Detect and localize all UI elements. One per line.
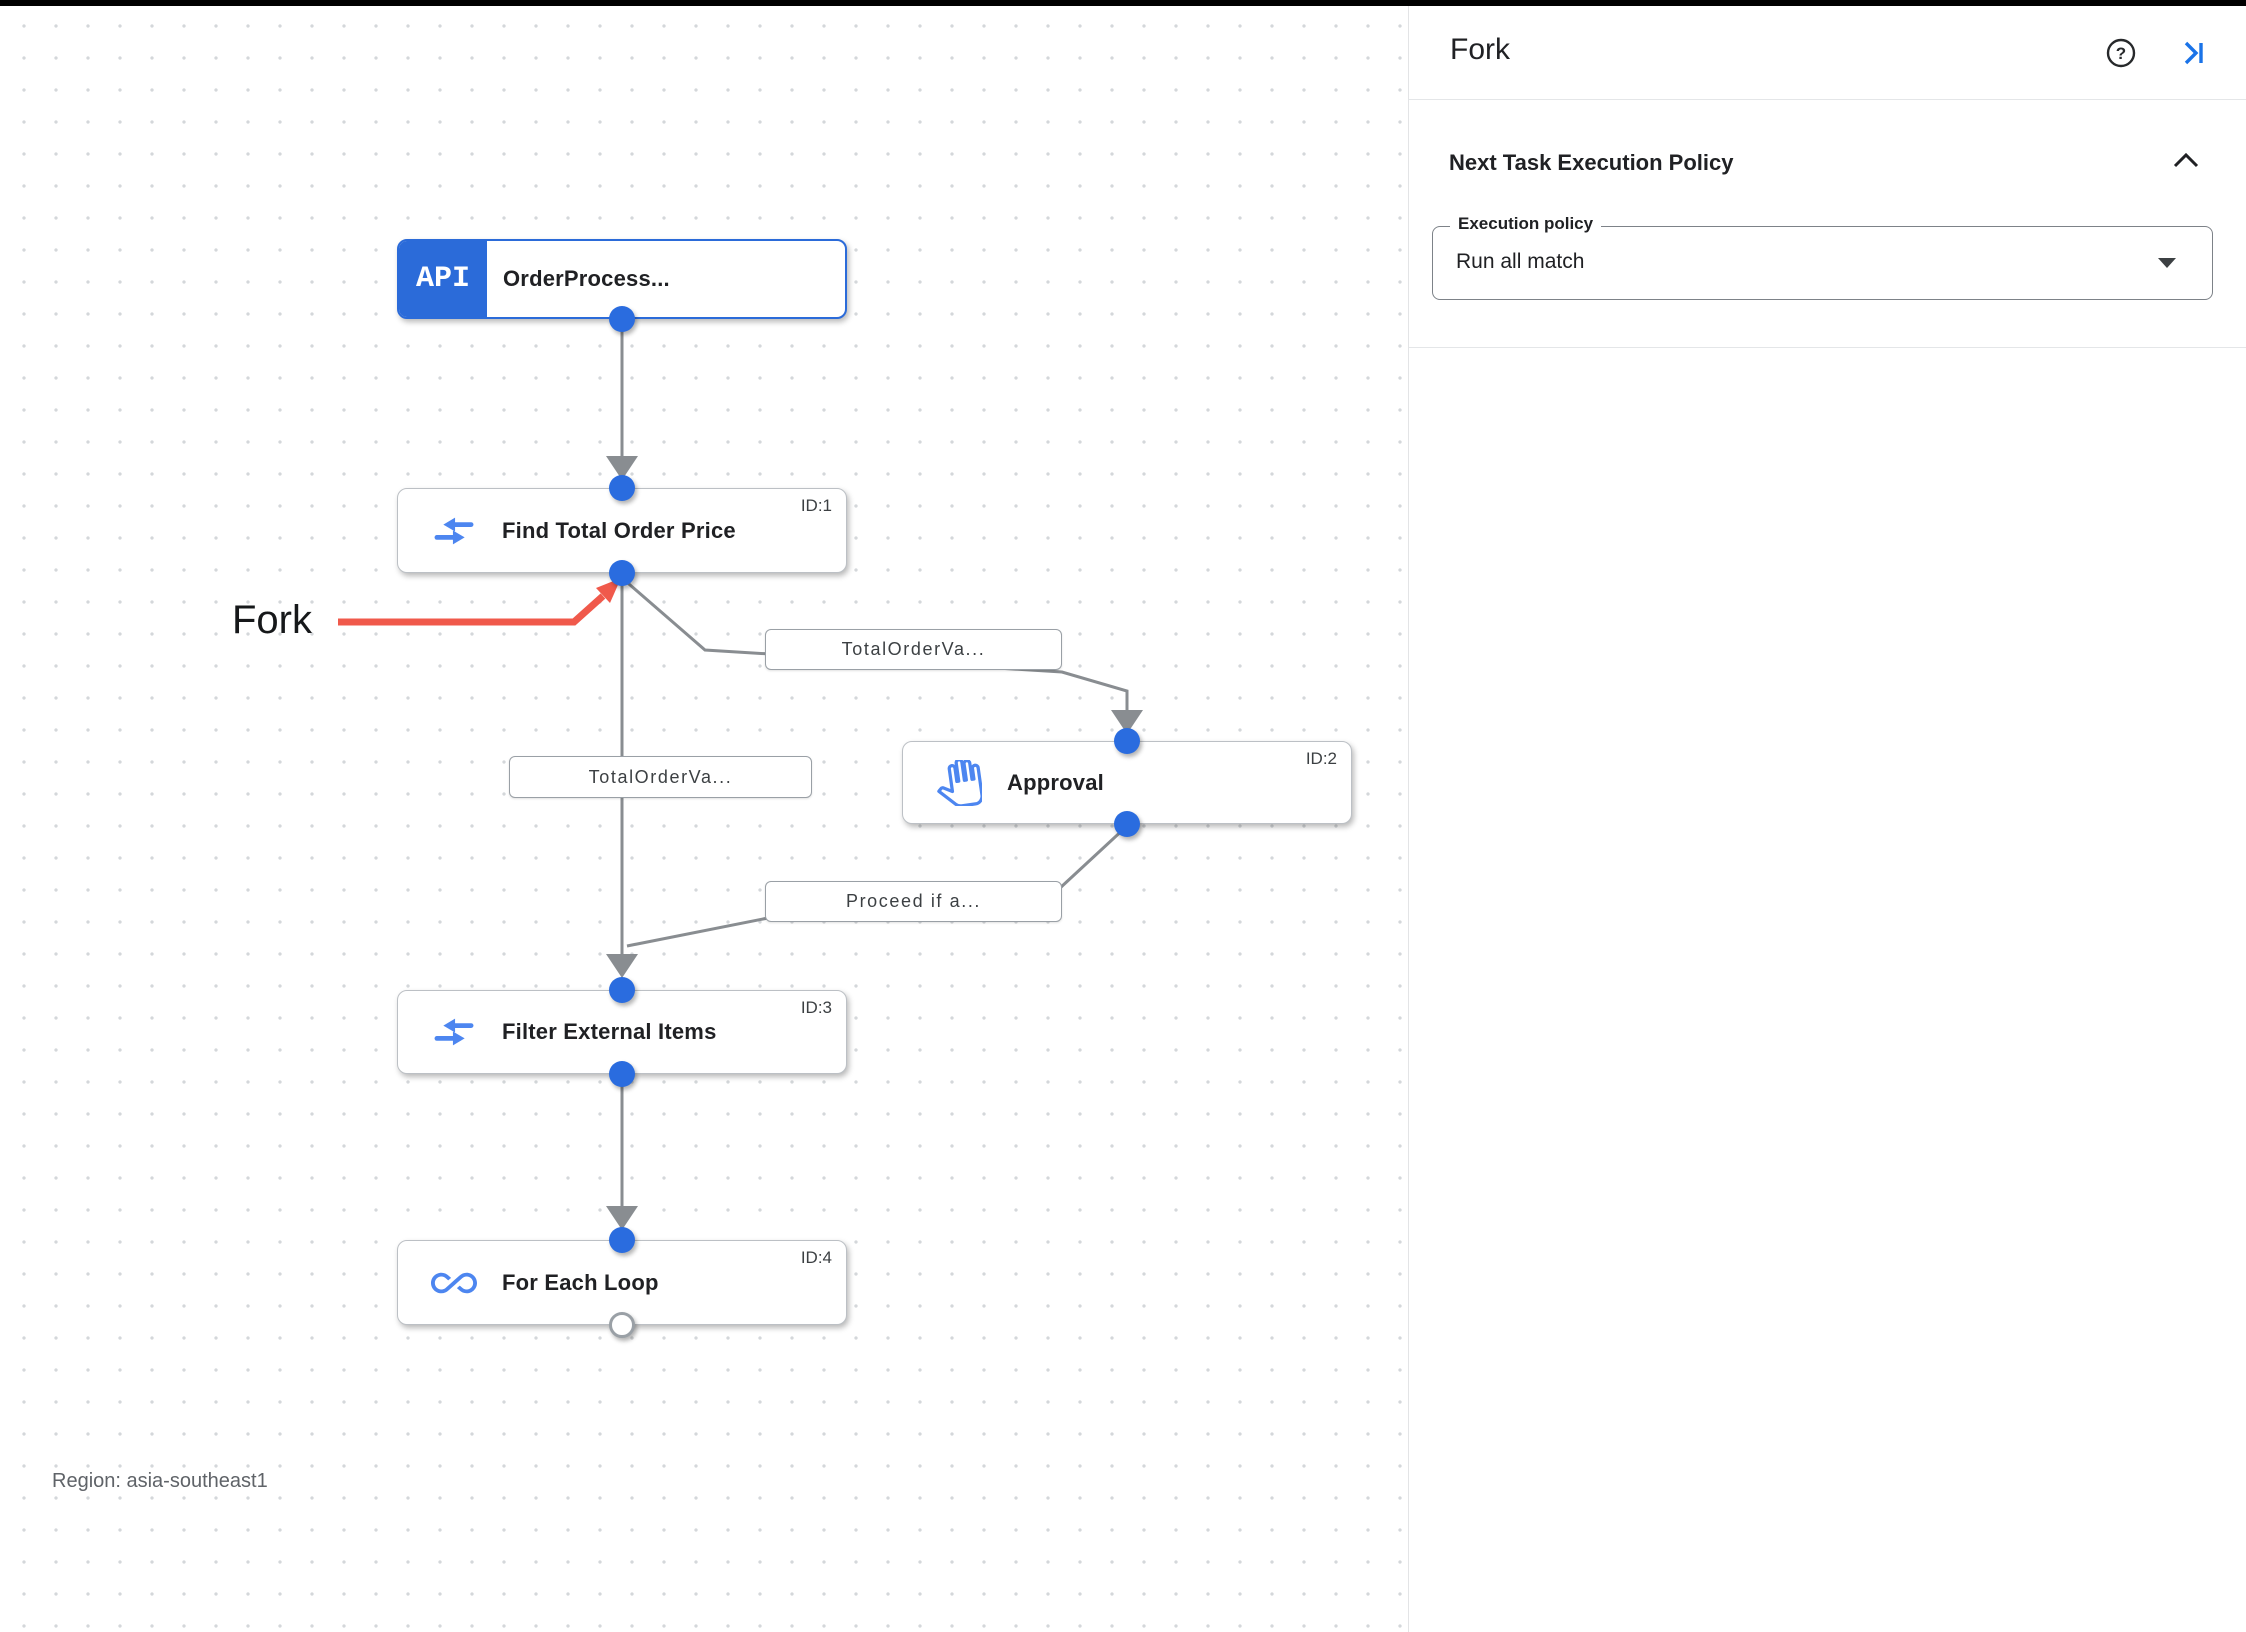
node-id: ID:2 <box>1305 749 1337 768</box>
loop-icon <box>428 1260 480 1306</box>
port-approval-in[interactable] <box>1114 728 1140 754</box>
node-find-total-order-price[interactable]: Find Total Order Price ID:1 <box>397 488 847 573</box>
approval-hand-icon <box>933 759 985 806</box>
node-api-trigger[interactable]: API OrderProcess... <box>397 239 847 319</box>
edge-label-proceed-if[interactable]: Proceed if a... <box>765 881 1062 922</box>
dropdown-caret-icon[interactable] <box>2158 258 2176 268</box>
execution-policy-select[interactable] <box>1432 226 2213 300</box>
edge-label-text: TotalOrderVa... <box>588 766 733 787</box>
port-filter-in[interactable] <box>609 977 635 1003</box>
chevron-up-icon[interactable] <box>2170 150 2202 177</box>
help-icon[interactable]: ? <box>2104 36 2138 75</box>
execution-policy-label: Execution policy <box>1450 214 1602 234</box>
port-approval-out[interactable] <box>1114 811 1140 837</box>
data-mapping-icon <box>428 1016 480 1048</box>
port-foreach-out-empty[interactable] <box>609 1312 635 1338</box>
node-id: ID:1 <box>800 496 832 515</box>
port-find-out-fork[interactable] <box>609 560 635 586</box>
window-top-edge <box>0 0 2246 6</box>
node-filter-external-items[interactable]: Filter External Items ID:3 <box>397 990 847 1074</box>
fork-annotation-label: Fork <box>232 598 312 642</box>
node-title: Find Total Order Price <box>502 517 736 543</box>
edge-label-total-order-right[interactable]: TotalOrderVa... <box>765 629 1062 670</box>
node-title: For Each Loop <box>502 1269 659 1295</box>
region-label: Region: asia-southeast1 <box>52 1470 268 1492</box>
edge-label-text: Proceed if a... <box>845 891 982 911</box>
section-title-next-task-execution-policy: Next Task Execution Policy <box>1449 150 1734 175</box>
edge-label-text: TotalOrderVa... <box>841 639 986 659</box>
data-mapping-icon <box>428 515 480 547</box>
node-title: Approval <box>1007 769 1104 795</box>
node-id: ID:4 <box>800 1248 832 1267</box>
port-find-in[interactable] <box>609 475 635 501</box>
panel-section-divider <box>1409 347 2246 348</box>
port-trigger-out[interactable] <box>609 306 635 332</box>
node-id: ID:3 <box>800 998 832 1017</box>
api-trigger-badge: API <box>399 241 487 317</box>
node-title: Filter External Items <box>502 1019 717 1044</box>
svg-text:?: ? <box>2116 44 2126 63</box>
edge-label-total-order-left[interactable]: TotalOrderVa... <box>509 756 812 798</box>
port-foreach-in[interactable] <box>609 1227 635 1253</box>
node-for-each-loop[interactable]: For Each Loop ID:4 <box>397 1240 847 1325</box>
node-title: OrderProcess... <box>503 266 670 291</box>
execution-policy-value: Run all match <box>1456 250 1585 273</box>
collapse-panel-icon[interactable] <box>2176 36 2210 75</box>
panel-header-divider <box>1409 99 2246 100</box>
panel-title: Fork <box>1450 33 1510 66</box>
port-filter-out[interactable] <box>609 1061 635 1087</box>
